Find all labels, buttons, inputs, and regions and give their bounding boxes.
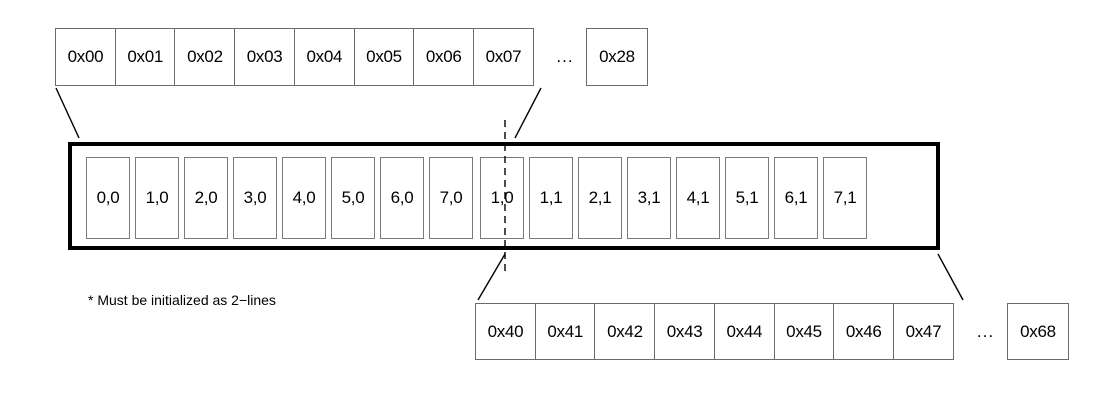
address-cell: 0x45 bbox=[773, 303, 835, 360]
address-cell: 0x46 bbox=[833, 303, 895, 360]
buffer-slot: 1,1 bbox=[529, 157, 573, 239]
initialization-note: * Must be initialized as 2−lines bbox=[88, 292, 276, 308]
buffer-slot: 3,0 bbox=[233, 157, 277, 239]
buffer-slot: 1,0 bbox=[480, 157, 524, 239]
address-cell: 0x07 bbox=[472, 28, 534, 86]
buffer-slot: 2,0 bbox=[184, 157, 228, 239]
buffer-slot: 4,1 bbox=[676, 157, 720, 239]
address-cell: 0x42 bbox=[594, 303, 656, 360]
buffer-slot: 1,0 bbox=[135, 157, 179, 239]
address-cell-tail: 0x68 bbox=[1007, 303, 1069, 360]
address-cell: 0x05 bbox=[353, 28, 415, 86]
address-cell-tail: 0x28 bbox=[586, 28, 648, 86]
address-cell: 0x47 bbox=[892, 303, 954, 360]
address-cell: 0x06 bbox=[413, 28, 475, 86]
address-cell: 0x01 bbox=[114, 28, 176, 86]
address-cell: 0x02 bbox=[174, 28, 236, 86]
buffer-slot: 7,0 bbox=[429, 157, 473, 239]
buffer-slot: 2,1 bbox=[578, 157, 622, 239]
buffer-slot: 3,1 bbox=[627, 157, 671, 239]
top-row-ellipsis: ... bbox=[556, 47, 574, 66]
address-cell: 0x40 bbox=[475, 303, 536, 360]
leader-line-top-left bbox=[55, 87, 80, 139]
buffer-slot: 5,1 bbox=[725, 157, 769, 239]
address-cell: 0x44 bbox=[713, 303, 775, 360]
top-address-row: 0x00 0x01 0x02 0x03 0x04 0x05 0x06 0x07 bbox=[55, 28, 534, 86]
bottom-row-ellipsis: ... bbox=[976, 321, 995, 341]
buffer-slot: 7,1 bbox=[823, 157, 867, 239]
address-cell: 0x04 bbox=[293, 28, 355, 86]
address-cell: 0x03 bbox=[234, 28, 296, 86]
address-cell: 0x41 bbox=[534, 303, 596, 360]
address-cell: 0x00 bbox=[55, 28, 116, 86]
address-cell: 0x43 bbox=[654, 303, 716, 360]
buffer-slot: 6,1 bbox=[774, 157, 818, 239]
leader-line-bottom-left bbox=[477, 253, 506, 301]
line-buffer-slots: 0,0 1,0 2,0 3,0 4,0 5,0 6,0 7,0 1,0 1,1 … bbox=[86, 157, 867, 239]
buffer-slot: 4,0 bbox=[282, 157, 326, 239]
buffer-slot: 5,0 bbox=[331, 157, 375, 239]
buffer-slot: 6,0 bbox=[380, 157, 424, 239]
buffer-slot: 0,0 bbox=[86, 157, 130, 239]
leader-line-top-right bbox=[514, 87, 542, 139]
bottom-address-row: 0x40 0x41 0x42 0x43 0x44 0x45 0x46 0x47 bbox=[475, 303, 954, 360]
leader-line-bottom-right bbox=[937, 253, 964, 301]
